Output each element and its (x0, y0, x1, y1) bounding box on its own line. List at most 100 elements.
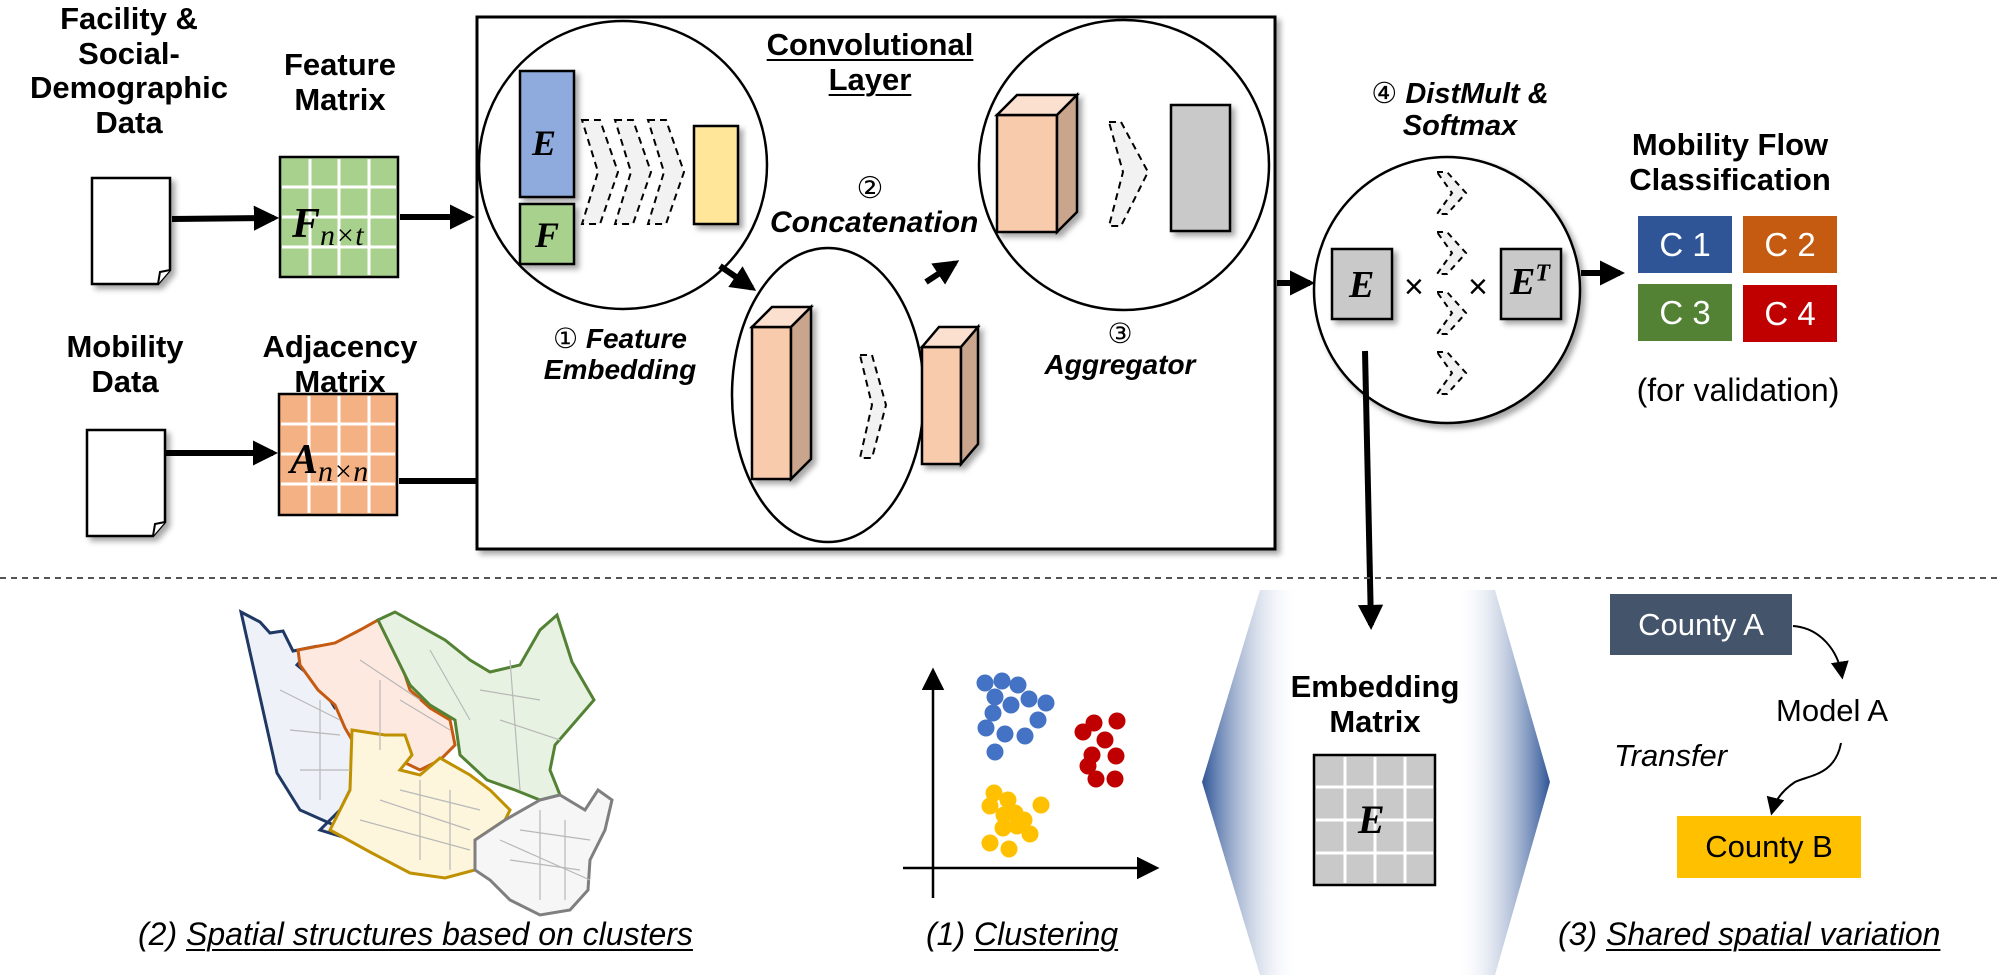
distmult-line-2: Softmax (1402, 110, 1518, 143)
classification-line-2: Classification (1629, 161, 1831, 197)
aggregator-cuboid (993, 91, 1081, 236)
caption-shared: (3) Shared spatial variation (1558, 916, 1940, 953)
conv-layer-title: Convolutional Layer (740, 27, 1000, 97)
document-icon-facility (90, 176, 172, 286)
class-c4: C 4 (1743, 285, 1837, 342)
chevron-arrows-embedding (580, 119, 686, 225)
facility-line-3: Demographic (29, 70, 229, 106)
cluster-point-blue (977, 719, 995, 737)
cluster-point-red (1079, 757, 1097, 775)
cluster-point-blue (986, 743, 1004, 761)
arrow-distmult-to-embedding (1357, 350, 1384, 631)
county-a-box: County A (1610, 594, 1792, 655)
step1-label: ① Feature Embedding (520, 323, 720, 386)
cluster-point-blue (1016, 727, 1034, 745)
mobility-line-1: Mobility (66, 329, 184, 364)
cluster-point-blue (984, 704, 1002, 722)
cluster-point-yellow (1000, 840, 1018, 858)
cluster-point-yellow (999, 791, 1017, 809)
distmult-circle (1312, 155, 1582, 425)
adjacency-matrix-subscript: n×n (318, 455, 369, 488)
validation-note: (for validation) (1636, 372, 1840, 408)
step2-number: ② (856, 172, 884, 205)
feature-matrix-line-2: Matrix (294, 81, 386, 117)
adjacency-line-1: Adjacency (262, 329, 418, 364)
feature-matrix-line-1: Feature (284, 47, 396, 82)
cluster-point-blue (1029, 711, 1047, 729)
arrow-model-to-county-b (1766, 742, 1842, 816)
step1-line-1: Feature (585, 323, 688, 354)
E-block-label: E (532, 123, 557, 163)
step3-label: ③ Aggregator (1020, 318, 1220, 381)
arrow-embed-to-concat (718, 263, 757, 291)
step1-line-2: Embedding (543, 354, 697, 386)
classification-line-1: Mobility Flow (1631, 127, 1829, 162)
caption-clustering-text: Clustering (974, 916, 1119, 952)
F-block (518, 202, 576, 266)
facility-line-4: Data (95, 105, 163, 141)
cluster-point-yellow (985, 784, 1003, 802)
embedding-matrix-grid (1312, 753, 1437, 887)
class-c3: C 3 (1638, 284, 1732, 341)
embedding-title-line-1: Embedding (1290, 669, 1460, 704)
class-c1-label: C 1 (1659, 225, 1711, 263)
cluster-point-yellow (994, 819, 1012, 837)
F-block-label: F (535, 215, 560, 255)
cluster-point-red (1107, 747, 1125, 765)
classification-title: Mobility Flow Classification (1600, 127, 1860, 197)
distmult-E-label: E (1349, 264, 1375, 306)
clustering-plot (903, 667, 1160, 898)
adjacency-matrix-symbol: An×n (290, 436, 368, 488)
arrow-doc-to-feature (171, 205, 280, 231)
cluster-point-blue (976, 674, 994, 692)
cluster-point-blue (986, 688, 1004, 706)
chevron-arrow-concat (858, 354, 888, 459)
cluster-point-red (1106, 770, 1124, 788)
distmult-ET-block (1499, 247, 1563, 321)
cluster-point-red (1108, 712, 1126, 730)
embedding-matrix-symbol: E (1358, 797, 1385, 842)
chevron-stack-distmult (1435, 171, 1468, 395)
concat-cuboid-1 (748, 303, 815, 483)
caption-spatial-text: Spatial structures based on clusters (186, 916, 693, 952)
cluster-point-blue (993, 672, 1011, 690)
embedding-hexagon-left (1202, 590, 1300, 975)
map-southeast-area (473, 787, 614, 917)
facility-line-1: Facility & (60, 1, 198, 36)
map-road-lines (279, 649, 591, 900)
map-northeast-area (375, 610, 596, 802)
ET-superscript: T (1535, 260, 1551, 287)
step2-label: ② Concatenation (770, 172, 978, 239)
mobility-line-2: Data (91, 363, 159, 399)
caption-clustering-prefix: (1) (926, 916, 966, 952)
adjacency-line-2: Matrix (294, 363, 386, 399)
cluster-point-yellow (981, 797, 999, 815)
mobility-data-label: Mobility Data (40, 329, 210, 399)
cluster-point-yellow (1021, 825, 1039, 843)
caption-clustering: (1) Clustering (926, 916, 1118, 953)
concat-cuboid-2 (919, 323, 981, 468)
adjacency-matrix (277, 392, 399, 517)
cluster-point-yellow (981, 834, 999, 852)
class-c1: C 1 (1638, 216, 1732, 273)
class-c2-label: C 2 (1764, 225, 1816, 263)
embedding-output-block (692, 124, 740, 226)
step3-number: ③ (1107, 318, 1133, 349)
feature-matrix-symbol: Fn×t (292, 200, 364, 252)
conv-title-line-2: Layer (828, 61, 912, 97)
arrow-county-a-to-model (1792, 625, 1849, 680)
class-c2: C 2 (1743, 216, 1837, 273)
arrow-concat-to-aggregator-line (924, 260, 960, 285)
caption-spatial: (2) Spatial structures based on clusters (138, 916, 693, 953)
cluster-point-red (1085, 714, 1103, 732)
county-a-label: County A (1638, 606, 1764, 642)
feature-matrix-label: Feature Matrix (250, 47, 430, 117)
county-b-box: County B (1677, 816, 1861, 878)
cluster-point-red (1096, 731, 1114, 749)
embedding-matrix-title: Embedding Matrix (1270, 669, 1480, 739)
cluster-point-yellow (1008, 817, 1026, 835)
cluster-point-red (1087, 770, 1105, 788)
feature-matrix-F: F (292, 201, 321, 247)
distmult-E-block (1330, 247, 1394, 321)
